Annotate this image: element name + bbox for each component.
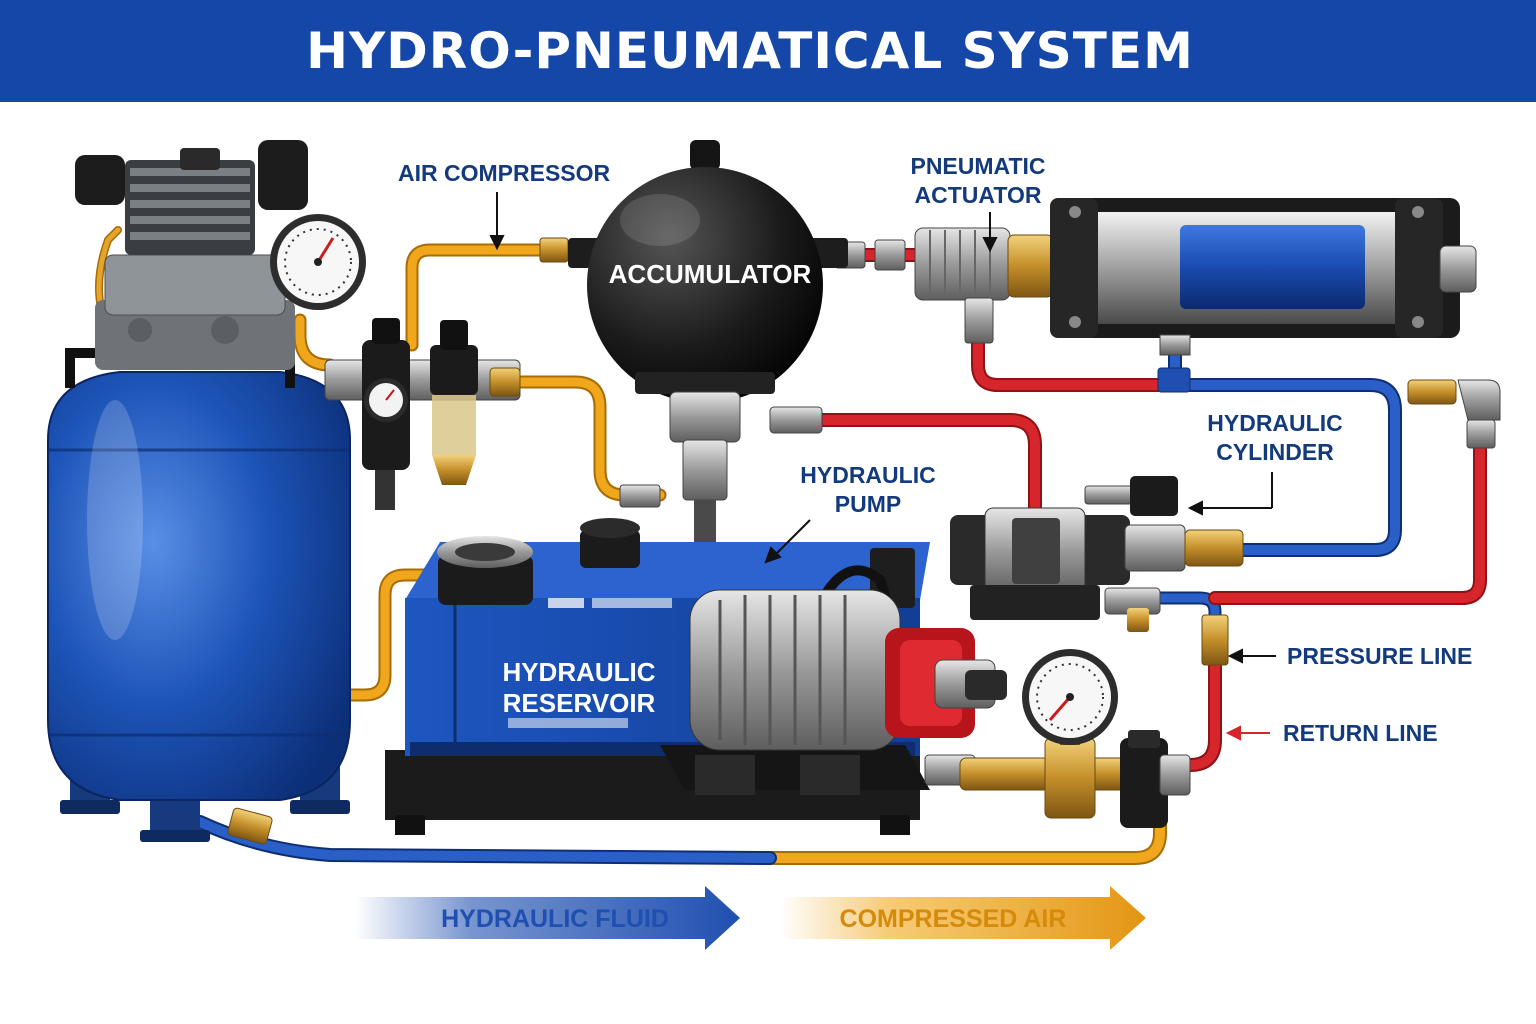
label-pneumatic-actuator-2: ACTUATOR bbox=[915, 182, 1042, 208]
air-compressor bbox=[47, 140, 366, 842]
label-hydraulic-reservoir-2: RESERVOIR bbox=[503, 688, 656, 718]
accumulator bbox=[568, 140, 848, 567]
label-hydraulic-pump-2: PUMP bbox=[835, 491, 901, 517]
label-pressure-line: PRESSURE LINE bbox=[1287, 643, 1472, 669]
filter-regulator-unit bbox=[324, 318, 521, 510]
callout-arrows bbox=[489, 192, 1276, 664]
hydraulic-pump bbox=[660, 565, 1007, 795]
label-pneumatic-actuator-1: PNEUMATIC bbox=[910, 153, 1045, 179]
label-hydraulic-cylinder-1: HYDRAULIC bbox=[1207, 410, 1342, 436]
legend-compressed-air-label: COMPRESSED AIR bbox=[840, 905, 1067, 933]
label-hydraulic-pump-1: HYDRAULIC bbox=[800, 462, 935, 488]
label-air-compressor: AIR COMPRESSOR bbox=[398, 160, 611, 186]
legend-compressed-air: COMPRESSED AIR bbox=[780, 886, 1146, 950]
label-accumulator: ACCUMULATOR bbox=[609, 259, 812, 289]
pressure-gauge-valve bbox=[959, 649, 1191, 828]
cooling-fins bbox=[125, 160, 255, 255]
return-line-arrow bbox=[1225, 725, 1270, 741]
hydraulic-cylinder bbox=[950, 476, 1244, 632]
label-return-line: RETURN LINE bbox=[1283, 720, 1438, 746]
pressure-lines bbox=[813, 248, 1487, 772]
compressed-air-lines bbox=[95, 226, 1167, 865]
pneumatic-actuator bbox=[874, 198, 1477, 356]
compressor-gauge bbox=[270, 214, 366, 310]
legend-hydraulic-fluid: HYDRAULIC FLUID bbox=[355, 886, 740, 950]
reservoir-cap bbox=[437, 536, 533, 605]
page-title: HYDRO-PNEUMATICAL SYSTEM bbox=[306, 22, 1194, 80]
legend-hydraulic-fluid-label: HYDRAULIC FLUID bbox=[441, 905, 669, 933]
filler-cap bbox=[580, 518, 640, 568]
label-hydraulic-reservoir-1: HYDRAULIC bbox=[502, 657, 655, 687]
label-hydraulic-cylinder-2: CYLINDER bbox=[1216, 439, 1334, 465]
title-banner: HYDRO-PNEUMATICAL SYSTEM bbox=[0, 0, 1536, 102]
